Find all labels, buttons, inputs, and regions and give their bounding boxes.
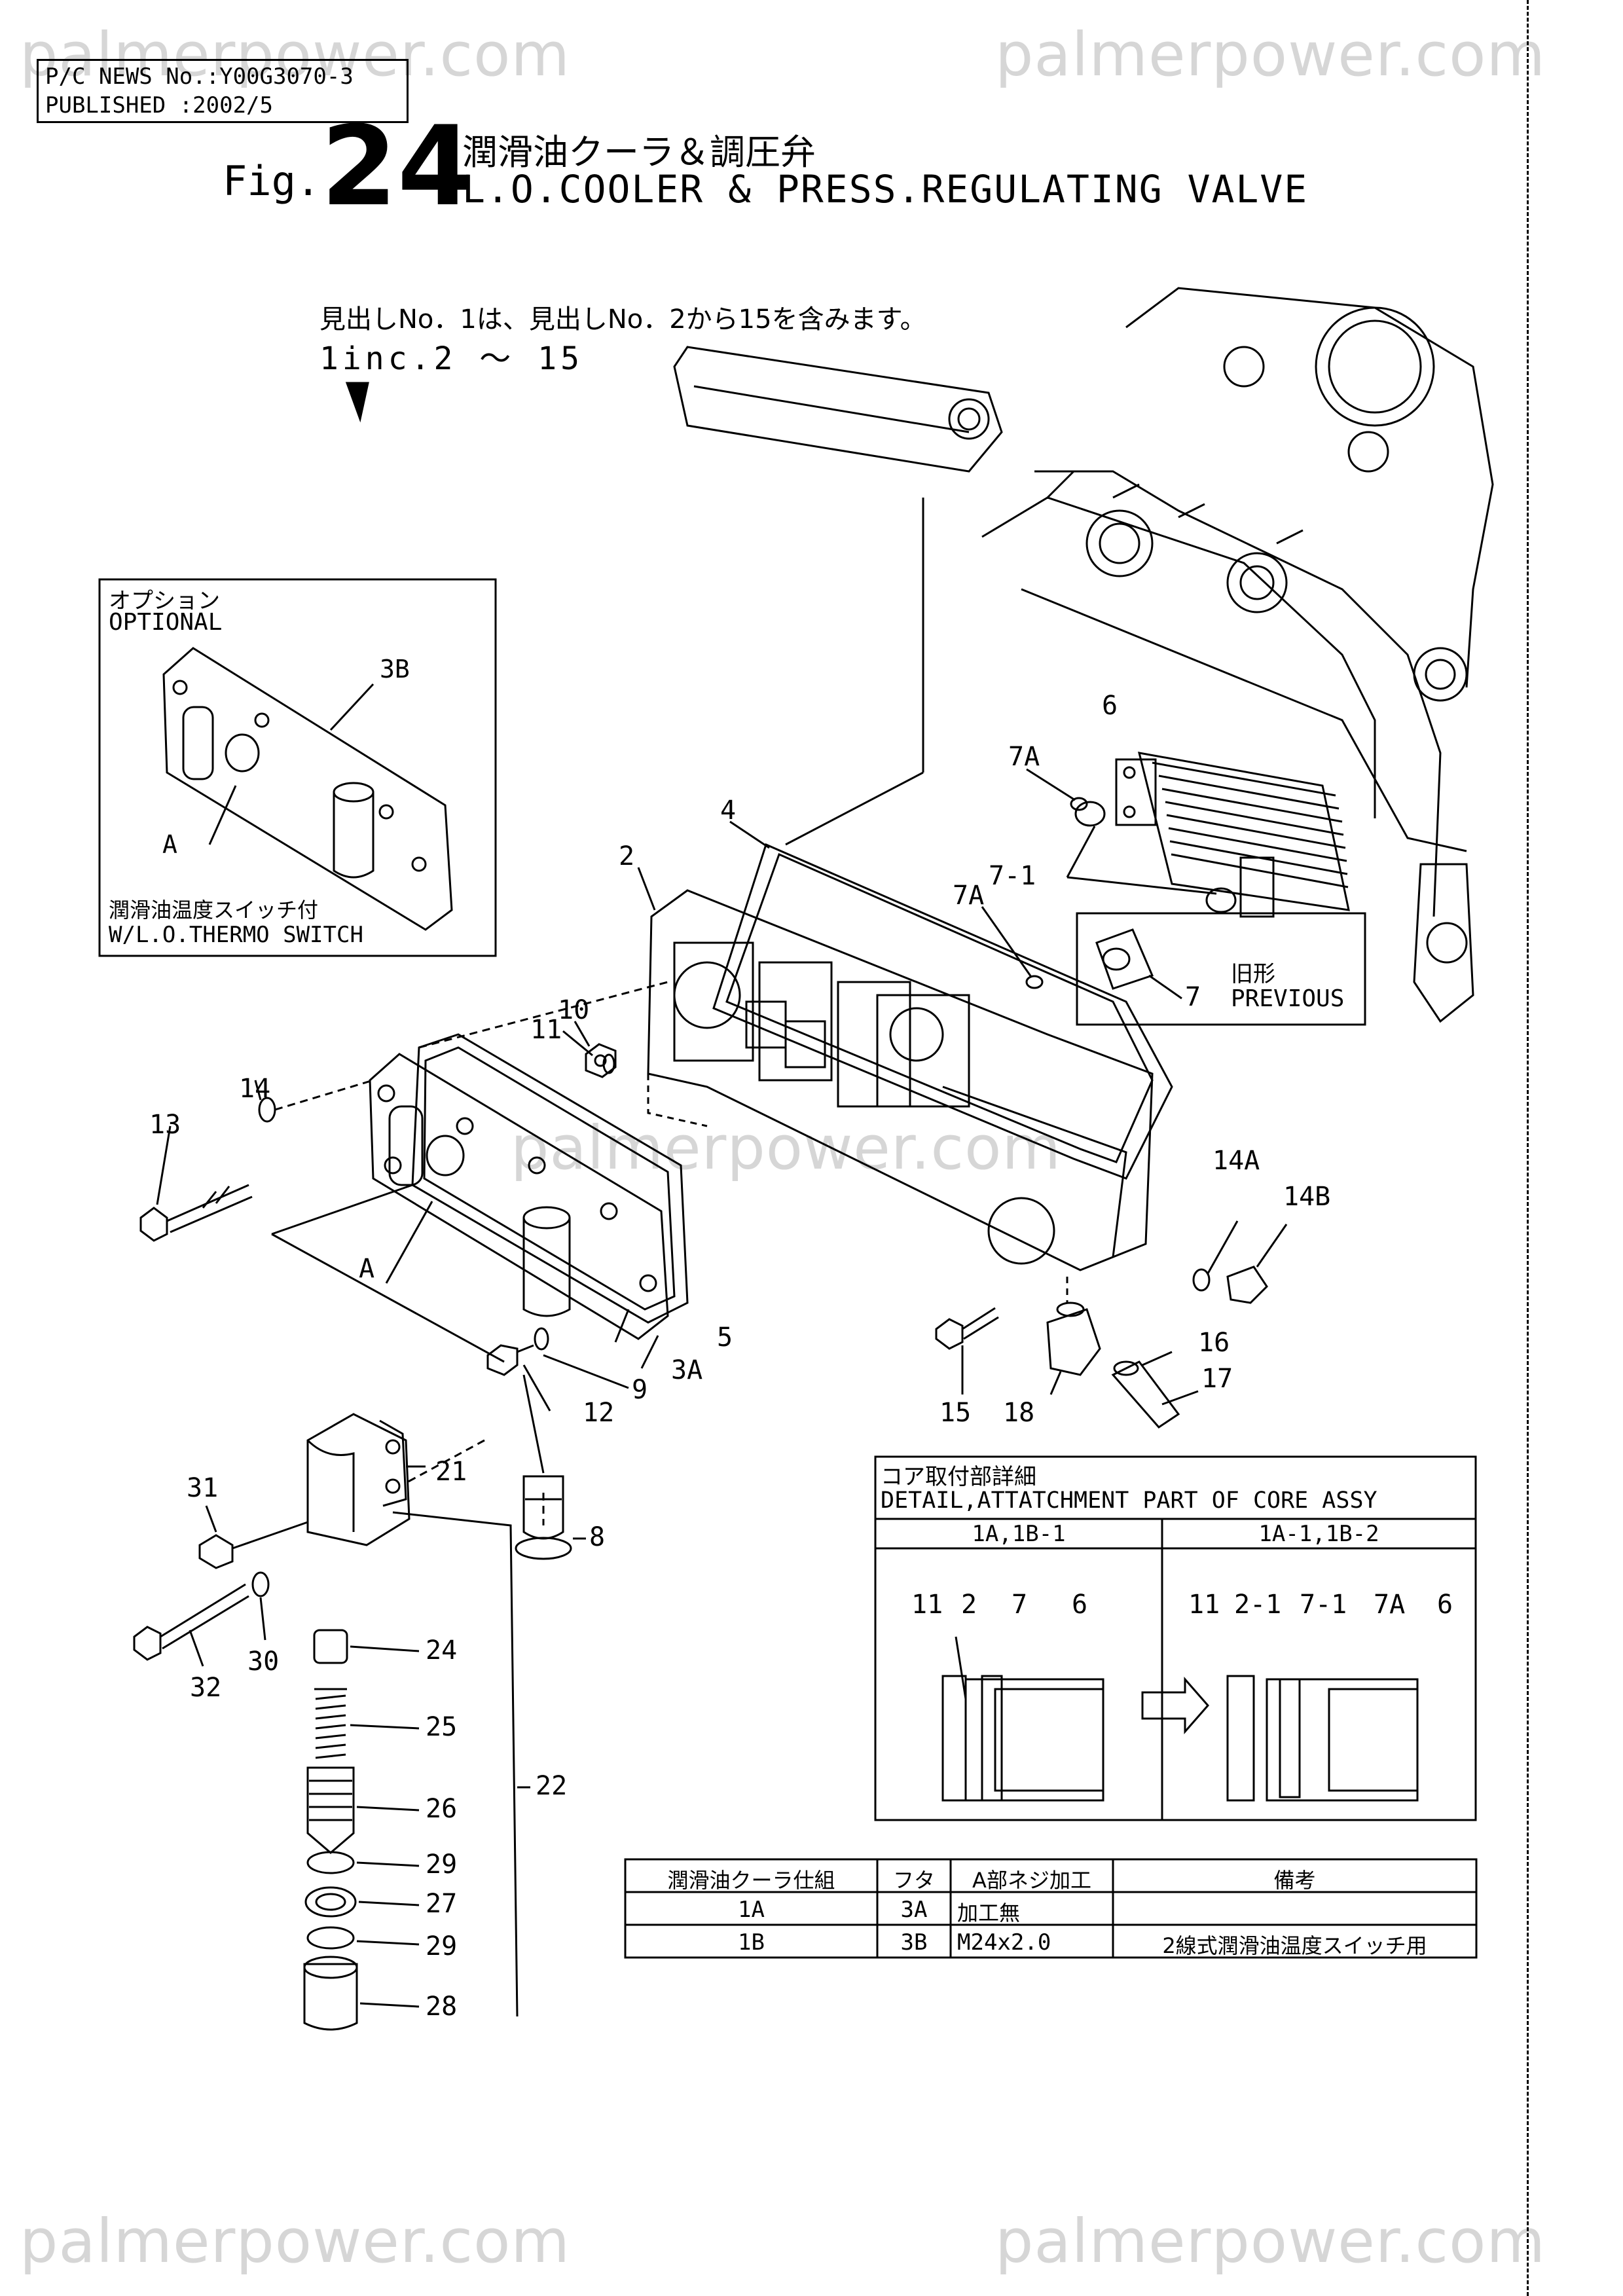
previous-label-en: PREVIOUS — [1231, 985, 1345, 1012]
callout-8: 8 — [589, 1522, 606, 1552]
optional-box — [98, 578, 497, 957]
callout-7a-upper: 7A — [1008, 742, 1040, 772]
cooler-housing-2 — [647, 889, 1154, 1271]
detail-col-left: 1A,1B-1 — [972, 1521, 1066, 1547]
gasket-4 — [712, 843, 1173, 1180]
published-date: PUBLISHED :2002/5 — [45, 92, 273, 118]
gasket-5 — [411, 1033, 689, 1324]
watermark-bottom-left: palmerpower.com — [20, 2206, 571, 2276]
spec-header-thread: A部ネジ加工 — [972, 1868, 1091, 1893]
spec-table-grid — [624, 1858, 1478, 1959]
news-number: P/C NEWS No.:Y00G3070-3 — [45, 64, 354, 90]
spec-row1-cooler: 1A — [738, 1897, 765, 1923]
optional-cover-3b — [162, 647, 453, 931]
detail-right-label-6: 6 — [1437, 1590, 1453, 1620]
note-en: 1inc.2 ～ 15 — [319, 340, 583, 377]
callout-14a: 14A — [1213, 1146, 1260, 1176]
callout-31: 31 — [187, 1473, 219, 1503]
callout-24: 24 — [426, 1635, 458, 1666]
spec-header-cover: フタ — [892, 1868, 935, 1893]
callout-7a-lower: 7A — [953, 881, 985, 911]
oil-cooler-core — [1115, 752, 1350, 918]
detail-left-label-6: 6 — [1072, 1590, 1088, 1620]
cut-line — [1527, 0, 1529, 2296]
callout-2: 2 — [619, 841, 635, 871]
callout-4: 4 — [720, 795, 737, 826]
detail-right-label-7a: 7A — [1374, 1590, 1406, 1620]
spec-row2-thread: M24x2.0 — [957, 1929, 1051, 1956]
fig-number: 24 — [321, 102, 474, 230]
detail-right-label-11: 11 — [1188, 1590, 1220, 1620]
callout-15: 15 — [939, 1398, 972, 1428]
detail-left-label-7: 7 — [1012, 1590, 1028, 1620]
callout-9: 9 — [632, 1375, 648, 1405]
callout-a: A — [359, 1254, 375, 1284]
detail-right-label-7-1: 7-1 — [1300, 1590, 1347, 1620]
arrow-icon — [345, 382, 369, 423]
callout-16: 16 — [1198, 1328, 1230, 1358]
fig-title-en: L.O.COOLER & PRESS.REGULATING VALVE — [462, 167, 1309, 211]
callout-5: 5 — [717, 1322, 733, 1353]
spec-row2-remarks: 2線式潤滑油温度スイッチ用 — [1162, 1933, 1427, 1958]
callout-30: 30 — [247, 1647, 280, 1677]
spec-header-cooler: 潤滑油クーラ仕組 — [667, 1868, 835, 1893]
detail-box — [874, 1455, 1477, 1821]
detail-left-label-2: 2 — [961, 1590, 977, 1620]
engine-block-outline — [673, 287, 1494, 1023]
spec-row1-cover: 3A — [900, 1897, 928, 1923]
callout-11: 11 — [530, 1015, 562, 1045]
previous-label-jp: 旧形 — [1231, 961, 1275, 987]
watermark-bottom-right: palmerpower.com — [995, 2206, 1546, 2276]
callout-17: 17 — [1201, 1364, 1233, 1394]
note-jp: 見出しNo．1は、見出しNo．2から15を含みます。 — [319, 304, 926, 335]
previous-box — [1076, 912, 1366, 1026]
callout-32: 32 — [190, 1673, 222, 1703]
callout-25: 25 — [426, 1712, 458, 1742]
spec-row2-cover: 3B — [900, 1929, 928, 1956]
news-header-box: P/C NEWS No.:Y00G3070-3 PUBLISHED :2002/… — [37, 59, 409, 123]
callout-13: 13 — [149, 1110, 181, 1140]
valve-body-21 — [306, 1413, 410, 1546]
spec-row2-cooler: 1B — [738, 1929, 765, 1956]
detail-title-en: DETAIL,ATTATCHMENT PART OF CORE ASSY — [881, 1487, 1377, 1514]
arrow-right-icon — [1141, 1677, 1209, 1734]
callout-28: 28 — [426, 1992, 458, 2022]
callout-29-lower: 29 — [426, 1931, 458, 1961]
callout-27: 27 — [426, 1889, 458, 1919]
callout-21: 21 — [435, 1457, 467, 1487]
optional-callout-3b: 3B — [380, 655, 410, 683]
detail-col-right: 1A-1,1B-2 — [1258, 1521, 1379, 1547]
optional-caption-jp: 潤滑油温度スイッチ付 — [109, 898, 319, 922]
callout-18: 18 — [1003, 1398, 1035, 1428]
optional-label-jp: オプション — [109, 588, 220, 614]
callout-22: 22 — [536, 1771, 568, 1801]
callout-14b: 14B — [1283, 1182, 1331, 1212]
callout-14: 14 — [239, 1074, 271, 1104]
callout-7-1: 7-1 — [989, 861, 1036, 891]
callout-29-upper: 29 — [426, 1850, 458, 1880]
detail-left-label-11: 11 — [911, 1590, 943, 1620]
optional-label-en: OPTIONAL — [109, 609, 223, 636]
callout-26: 26 — [426, 1794, 458, 1824]
cover-3a — [369, 1053, 669, 1340]
spec-header-remarks: 備考 — [1273, 1868, 1316, 1893]
detail-right-label-2-1: 2-1 — [1234, 1590, 1282, 1620]
callout-12: 12 — [583, 1398, 615, 1428]
callout-3a: 3A — [671, 1355, 703, 1385]
fig-prefix: Fig. — [223, 157, 321, 205]
fig-title-jp: 潤滑油クーラ＆調圧弁 — [462, 132, 816, 173]
spec-row1-thread: 加工無 — [957, 1901, 1021, 1925]
optional-caption-en: W/L.O.THERMO SWITCH — [109, 922, 363, 948]
watermark-top-right: palmerpower.com — [995, 20, 1546, 90]
optional-callout-a: A — [162, 830, 177, 859]
callout-10: 10 — [558, 995, 590, 1025]
callout-6: 6 — [1102, 691, 1118, 721]
watermark-top-left: palmerpower.com — [20, 20, 571, 90]
previous-callout-7: 7 — [1185, 982, 1201, 1012]
detail-title-jp: コア取付部詳細 — [881, 1464, 1036, 1490]
